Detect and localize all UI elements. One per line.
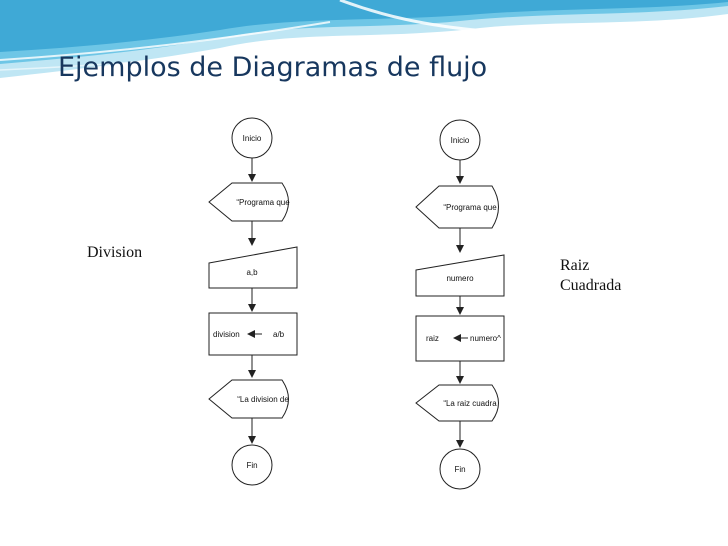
output-node <box>415 185 499 229</box>
header-wave-decoration <box>0 0 728 78</box>
input-label: numero <box>446 274 474 283</box>
output-node <box>415 384 499 422</box>
output-label: “Programa que <box>443 203 497 212</box>
end-label: Fin <box>246 461 257 470</box>
division-caption: Division <box>87 244 143 261</box>
output-label: “La raiz cuadra <box>443 399 497 408</box>
raiz-caption-line-1: Raiz <box>560 257 590 274</box>
output-node <box>208 379 289 419</box>
input-label: a,b <box>246 268 258 277</box>
end-node <box>439 448 481 490</box>
start-label: Inicio <box>243 134 262 143</box>
raiz-cuadrada-flowchart: Inicio “Programa que numero raiz numero^… <box>404 103 522 507</box>
end-node <box>231 444 273 486</box>
process-left-label: division <box>213 330 240 339</box>
slide-title: Ejemplos de Diagramas de flujo <box>58 52 488 83</box>
output-label: “Programa que <box>236 198 290 207</box>
raiz-caption: Raiz Cuadrada <box>560 256 621 296</box>
end-label: Fin <box>454 465 465 474</box>
raiz-caption-line-2: Cuadrada <box>560 277 622 294</box>
output-node <box>208 182 289 222</box>
division-flowchart: Inicio “Programa que a,b division a/b “L… <box>187 103 317 501</box>
process-right-label: numero^ <box>470 334 501 343</box>
process-right-label: a/b <box>273 330 285 339</box>
output-label: “La division de <box>237 395 289 404</box>
input-node <box>208 246 298 289</box>
input-node <box>415 254 505 297</box>
start-label: Inicio <box>451 136 470 145</box>
process-left-label: raiz <box>426 334 439 343</box>
